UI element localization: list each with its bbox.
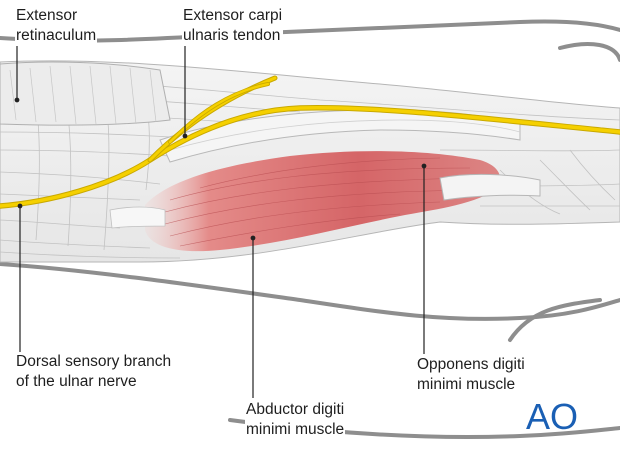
label-line: Opponens digiti [417,356,525,373]
ulnar-nerve-branch [0,75,620,209]
ecu-tendon [159,109,521,163]
label-line: Dorsal sensory branch [16,353,172,370]
label-ecu-tendon: Extensor carpi ulnaris tendon [182,6,284,46]
label-extensor-retinaculum: Extensor retinaculum [15,6,98,46]
label-line: minimi muscle [417,376,516,393]
label-line: ulnaris tendon [183,27,281,44]
label-opponens: Opponens digiti minimi muscle [416,355,526,395]
label-abductor: Abductor digiti minimi muscle [245,400,346,440]
leader-lines [14,46,427,398]
label-dorsal-sensory-branch: Dorsal sensory branch of the ulnar nerve [15,352,173,392]
label-line: Extensor carpi [183,7,283,24]
label-line: retinaculum [16,27,97,44]
ao-logo-text: AO [526,396,578,436]
label-line: Extensor [16,7,78,24]
extensor-retinaculum [0,61,171,126]
label-line: Abductor digiti [246,401,345,418]
opponens-tendon-end [109,173,541,229]
hypothenar-muscles [145,151,500,252]
label-line: minimi muscle [246,421,345,438]
ao-logo: AO [526,396,578,436]
label-line: of the ulnar nerve [16,373,137,390]
